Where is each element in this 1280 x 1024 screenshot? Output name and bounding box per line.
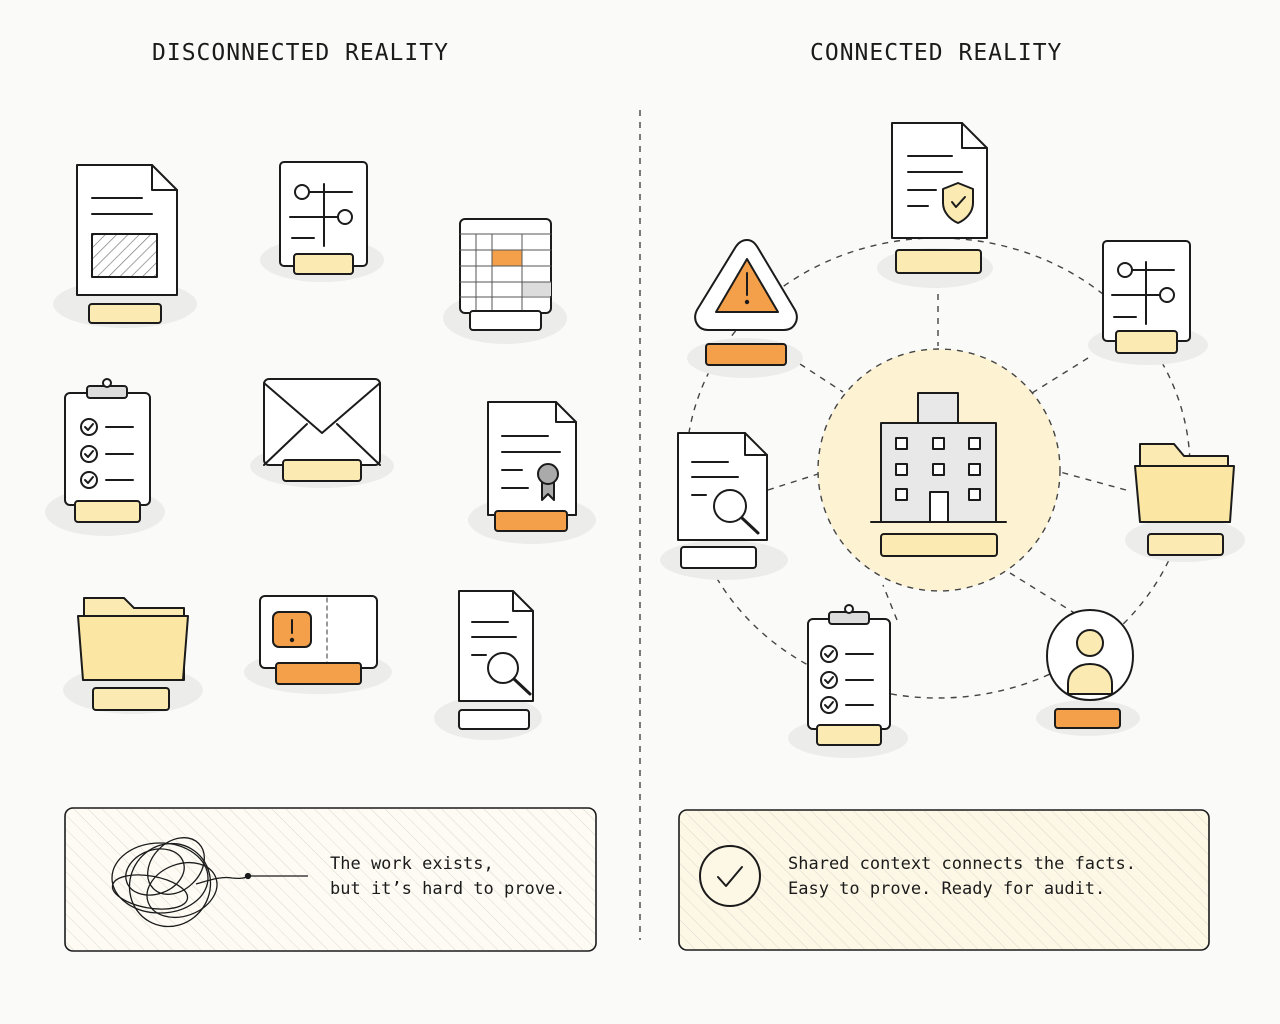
folder-icon [63,597,203,714]
process-flow-icon [260,161,384,282]
building-icon [870,392,1007,557]
connected-caption-line2: Easy to prove. Ready for audit. [788,879,1106,899]
disconnected-caption: The work exists, but it’s hard to prove. [330,852,565,902]
certificate-icon [468,401,596,544]
warning-triangle-icon [687,239,803,378]
folder-icon [1125,443,1245,562]
alert-card-icon [244,595,392,694]
connected-title: CONNECTED REALITY [810,40,1063,66]
disconnected-caption-line2: but it’s hard to prove. [330,879,566,899]
document-icon [53,164,197,328]
checkmark-circle-icon [699,845,761,907]
envelope-icon [250,378,394,488]
search-document-icon [434,590,542,740]
tangle-scribble-icon [111,837,308,928]
process-flow-icon [1088,240,1208,365]
spreadsheet-icon [443,218,567,344]
connected-caption-line1: Shared context connects the facts. [788,854,1136,874]
search-document-icon [660,432,788,580]
disconnected-icons [45,161,596,740]
disconnected-title: DISCONNECTED REALITY [152,40,449,66]
person-icon [1036,609,1140,736]
disconnected-caption-line1: The work exists, [330,854,494,874]
clipboard-checklist-icon [788,604,908,758]
disconnected-caption-box [64,807,597,952]
clipboard-checklist-icon [45,378,165,536]
shield-document-icon [877,122,993,288]
connected-icons [660,122,1245,758]
connected-caption: Shared context connects the facts. Easy … [788,852,1136,902]
connected-caption-box [678,809,1210,951]
